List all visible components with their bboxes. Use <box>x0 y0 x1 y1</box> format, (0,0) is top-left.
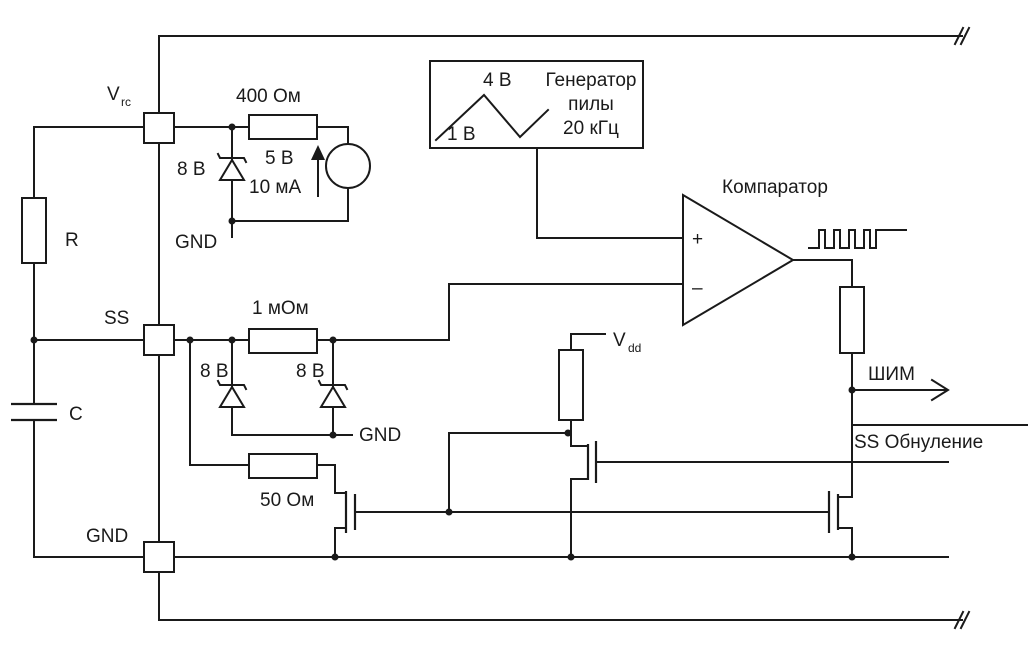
label-1-mohm: 1 мОм <box>252 298 309 319</box>
label-zener-top: 8 В <box>177 159 206 180</box>
mosfet-ss-discharge <box>334 491 391 558</box>
comparator <box>682 193 907 327</box>
resistor-r <box>21 197 47 264</box>
label-r: R <box>65 230 79 251</box>
mosfet-inverter <box>570 441 949 558</box>
label-ss-reset: SS Обнуление <box>854 432 983 453</box>
label-pwm: ШИМ <box>868 364 915 385</box>
label-50-ohm: 50 Ом <box>260 490 314 511</box>
resistor-50 <box>248 453 318 479</box>
resistor-pullup <box>558 349 584 421</box>
label-vrc-subscript: rc <box>121 95 131 109</box>
label-zener-right: 8 В <box>296 361 325 382</box>
saw-generator <box>429 60 684 239</box>
label-plus: + <box>692 229 703 250</box>
break-mark-top <box>953 26 971 46</box>
label-vdd: V <box>613 330 626 351</box>
label-10ma: 10 мА <box>249 177 301 198</box>
label-gnd-mid: GND <box>359 425 401 446</box>
capacitor-c <box>11 402 57 422</box>
label-gnd-pin: GND <box>86 526 128 547</box>
pin-gnd <box>143 541 175 573</box>
resistor-400 <box>248 114 318 140</box>
label-gnd-top: GND <box>175 232 217 253</box>
resistor-1mohm <box>248 328 318 354</box>
zener-diode-right <box>317 379 349 408</box>
pin-ss <box>143 324 175 356</box>
output-stage <box>839 286 1028 496</box>
label-zener-left: 8 В <box>200 361 229 382</box>
label-ss: SS <box>104 308 129 329</box>
zener-diode-left <box>216 379 248 408</box>
mosfet-output <box>819 491 853 558</box>
zener-diode-top <box>216 152 248 181</box>
label-c: C <box>69 404 83 425</box>
label-generator-title-2: пилы <box>568 94 614 115</box>
label-vrc: V <box>107 84 120 105</box>
external-rc-network <box>11 126 145 558</box>
generator-box <box>429 60 644 149</box>
label-generator-title-1: Генератор <box>546 70 637 91</box>
pin-vrc <box>143 112 175 144</box>
label-400-ohm: 400 Ом <box>236 86 301 107</box>
label-comparator: Компаратор <box>722 177 828 198</box>
label-minus: – <box>692 278 703 299</box>
resistor-output <box>839 286 865 354</box>
label-vdd-subscript: dd <box>628 341 641 355</box>
pwm-waveform-icon <box>808 229 907 249</box>
comparator-triangle <box>682 193 795 327</box>
vrc-block <box>173 114 371 238</box>
arrow-up-icon <box>311 145 325 197</box>
pwm-arrow-icon <box>930 378 950 402</box>
vdd-pullup <box>448 333 606 513</box>
label-generator-peak: 4 В <box>483 70 512 91</box>
label-5v: 5 В <box>265 148 294 169</box>
break-mark-bottom <box>953 610 971 630</box>
ss-block <box>173 283 684 494</box>
label-generator-low: 1 В <box>447 124 476 145</box>
current-source-circle <box>325 143 371 189</box>
label-generator-title-3: 20 кГц <box>563 118 619 139</box>
